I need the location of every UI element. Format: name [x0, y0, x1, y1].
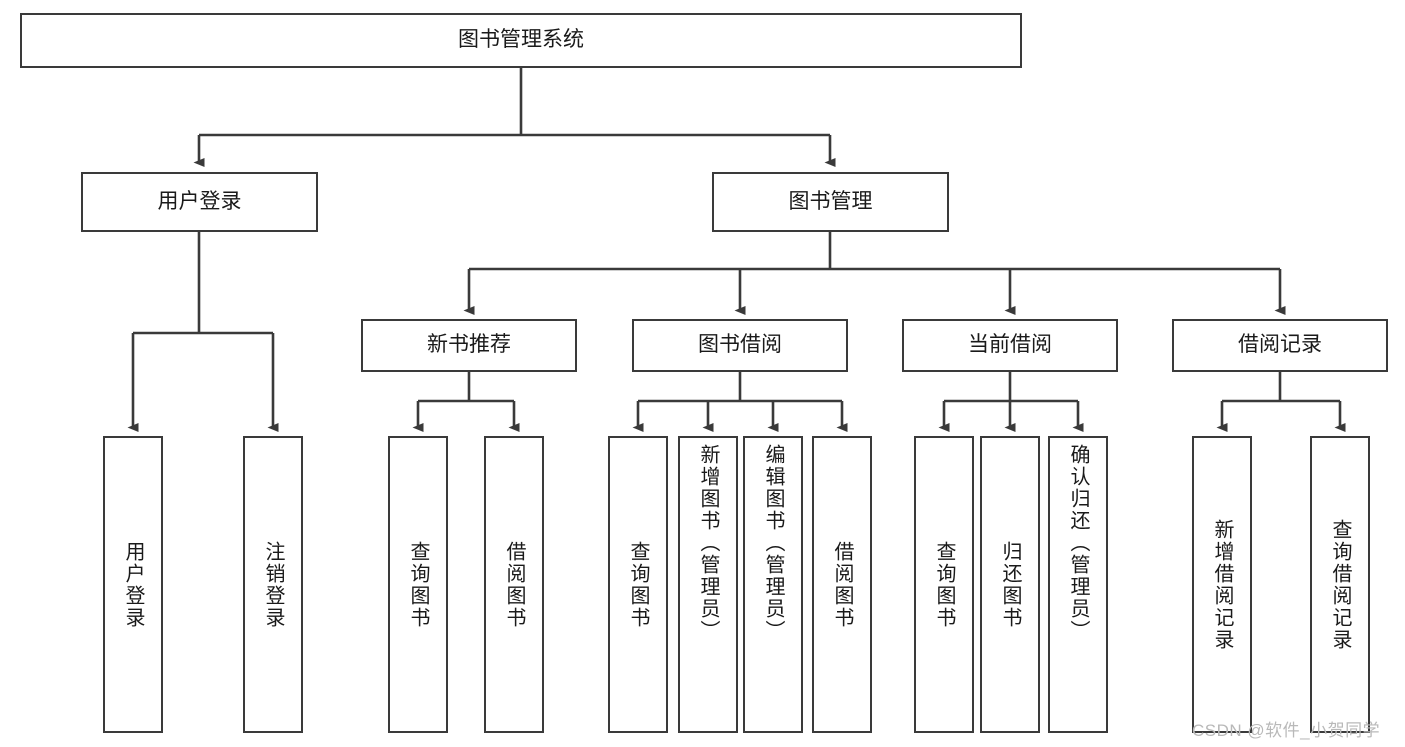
leaf-current-borrow-return[interactable]: 归还图书 [980, 436, 1040, 733]
leaf-label: 查询借阅记录 [1329, 518, 1351, 651]
leaf-label: 借阅图书 [503, 540, 525, 629]
leaf-label: 归还图书 [999, 540, 1021, 629]
node-book-borrowing-label: 图书借阅 [698, 333, 782, 357]
leaf-book-borrow-edit[interactable]: 编辑图书（管理员） [743, 436, 803, 733]
leaf-book-borrow-borrow[interactable]: 借阅图书 [812, 436, 872, 733]
leaf-current-borrow-query[interactable]: 查询图书 [914, 436, 974, 733]
node-book-management-label: 图书管理 [788, 189, 873, 213]
node-user-login-label: 用户登录 [157, 189, 242, 213]
leaf-current-borrow-confirm-return[interactable]: 确认归还（管理员） [1048, 436, 1108, 733]
node-root-label: 图书管理系统 [458, 28, 584, 52]
leaf-label: 用户登录 [122, 540, 144, 629]
leaf-borrow-record-query[interactable]: 查询借阅记录 [1310, 436, 1370, 733]
node-new-book-recommendation[interactable]: 新书推荐 [361, 319, 577, 372]
node-book-management[interactable]: 图书管理 [712, 172, 949, 232]
leaf-borrow-record-add[interactable]: 新增借阅记录 [1192, 436, 1252, 733]
leaf-label: 确认归还（管理员） [1067, 444, 1089, 642]
leaf-label: 借阅图书 [831, 540, 853, 629]
leaf-user-login-signout[interactable]: 注销登录 [243, 436, 303, 733]
node-borrowing-records-label: 借阅记录 [1238, 333, 1322, 357]
node-book-borrowing[interactable]: 图书借阅 [632, 319, 848, 372]
leaf-label: 新增借阅记录 [1211, 518, 1233, 651]
node-current-borrowing-label: 当前借阅 [968, 333, 1052, 357]
node-borrowing-records[interactable]: 借阅记录 [1172, 319, 1388, 372]
leaf-book-borrow-query[interactable]: 查询图书 [608, 436, 668, 733]
leaf-label: 查询图书 [933, 540, 955, 629]
watermark: CSDN @软件_小贺同学 [1192, 721, 1381, 740]
leaf-book-borrow-add[interactable]: 新增图书（管理员） [678, 436, 738, 733]
node-user-login[interactable]: 用户登录 [81, 172, 318, 232]
node-root[interactable]: 图书管理系统 [20, 13, 1022, 68]
leaf-label: 查询图书 [407, 540, 429, 629]
node-current-borrowing[interactable]: 当前借阅 [902, 319, 1118, 372]
leaf-label: 查询图书 [627, 540, 649, 629]
leaf-label: 注销登录 [262, 540, 284, 629]
node-new-book-recommendation-label: 新书推荐 [427, 333, 511, 357]
leaf-label: 编辑图书（管理员） [762, 444, 784, 642]
leaf-new-book-borrow[interactable]: 借阅图书 [484, 436, 544, 733]
leaf-user-login-signin[interactable]: 用户登录 [103, 436, 163, 733]
leaf-new-book-query[interactable]: 查询图书 [388, 436, 448, 733]
leaf-label: 新增图书（管理员） [697, 444, 719, 642]
